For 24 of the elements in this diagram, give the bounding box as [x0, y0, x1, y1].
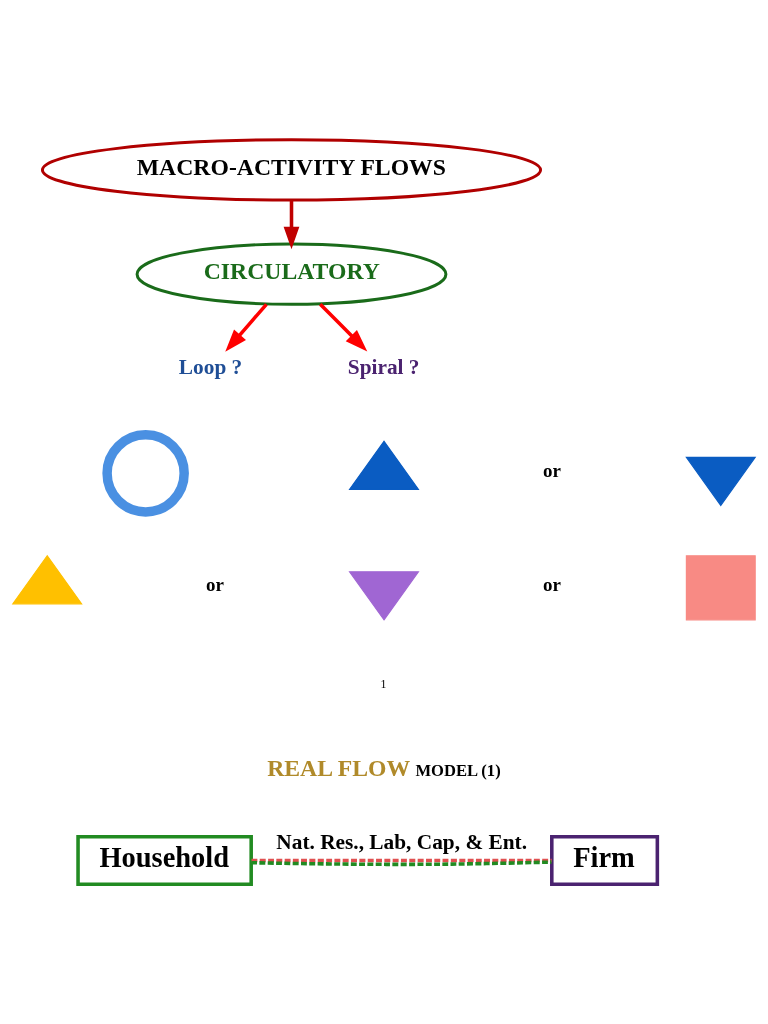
node-circle: [102, 430, 189, 517]
label: 1: [380, 676, 387, 691]
connector: [251, 858, 552, 863]
arrow: [225, 303, 268, 352]
node-inverted-triangle: [348, 571, 420, 621]
node-text: Loop ?: [178, 354, 243, 379]
node-triangle: [348, 440, 420, 490]
arrow: [283, 200, 300, 250]
node-box: Household: [76, 835, 253, 887]
node-box: [685, 555, 756, 621]
label: or: [542, 574, 561, 596]
label: or: [206, 574, 225, 596]
label: REAL FLOW: [267, 755, 411, 782]
label: MODEL (1): [415, 761, 501, 781]
label: or: [542, 459, 561, 481]
node-triangle: [11, 554, 83, 605]
node-text: Spiral ?: [347, 354, 420, 379]
arrow: [319, 303, 368, 352]
connector: [251, 860, 552, 867]
node-ellipse: MACRO-ACTIVITY FLOWS: [40, 138, 543, 202]
edge-label: Nat. Res., Lab, Cap, & Ent.: [276, 830, 528, 855]
node-ellipse: CIRCULATORY: [135, 242, 448, 306]
node-inverted-triangle: [685, 456, 757, 507]
node-box: Firm: [550, 835, 660, 887]
